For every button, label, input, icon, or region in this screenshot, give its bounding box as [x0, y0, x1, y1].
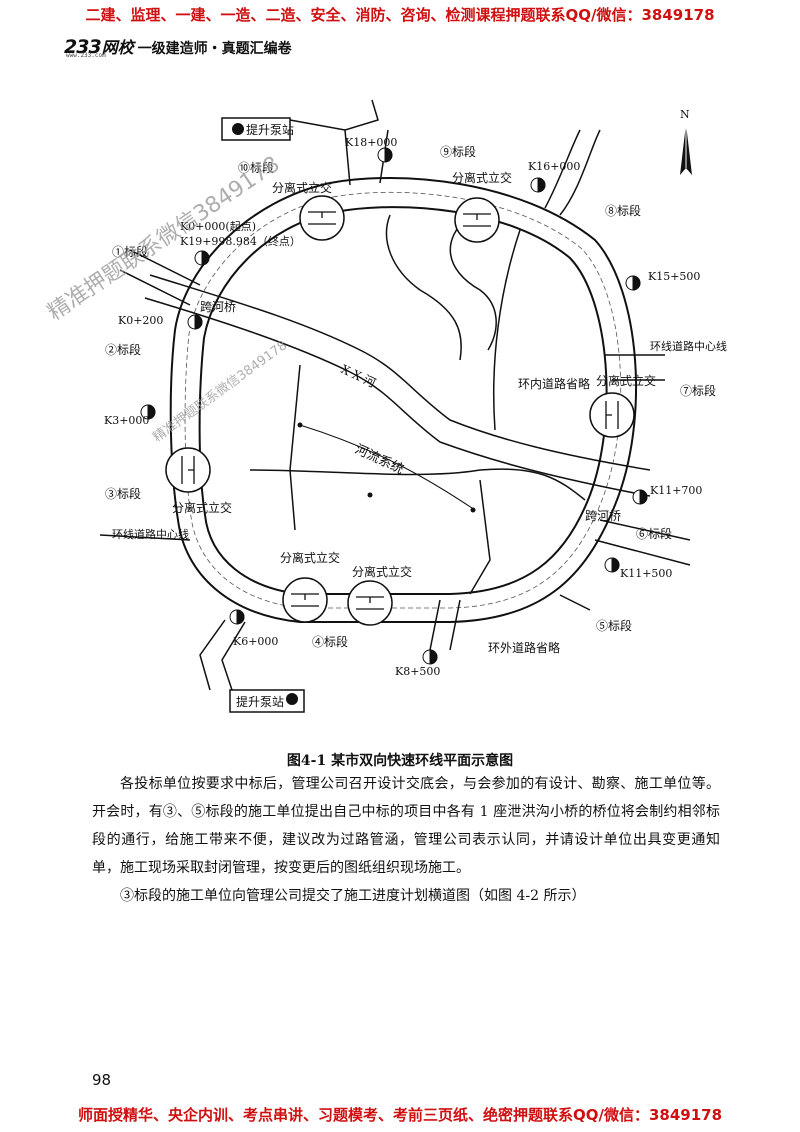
- section-6-label: ⑥标段: [636, 526, 672, 541]
- river-bank-upper: [149, 274, 651, 471]
- figure-caption: 图4-1 某市双向快速环线平面示意图: [286, 753, 514, 769]
- logo-number: 233: [64, 36, 102, 58]
- page-header: 233 网校 www.233.com 一级建造师・真题汇编卷: [64, 28, 292, 59]
- interchange-label-4: 分离式立交: [172, 500, 232, 515]
- station-k11-500: K11+500: [620, 567, 672, 580]
- logo-url: www.233.com: [66, 52, 106, 59]
- outer-road-label: 环外道路省略: [488, 640, 560, 655]
- section-3-label: ③标段: [105, 486, 141, 501]
- inner-road-label: 环内道路省略: [518, 376, 590, 391]
- station-k3: K3+000: [104, 414, 149, 427]
- radial-roads: [99, 99, 691, 691]
- header-title: 一级建造师・真题汇编卷: [137, 41, 292, 57]
- centerline-label-west: 环线道路中心线: [112, 527, 189, 541]
- station-k19-end: K19+998.984（终点）: [180, 234, 301, 248]
- station-k16: K16+000: [528, 160, 580, 173]
- ring-road-centerline: [184, 191, 622, 609]
- section-1-label: ①标段: [112, 244, 148, 259]
- pump-station-top-label: 提升泵站: [246, 122, 294, 137]
- interchanges: [165, 195, 635, 626]
- paragraph-2: ③标段的施工单位向管理公司提交了施工进度计划横道图（如图 4-2 所示）: [120, 888, 586, 904]
- interchange-label-3: 分离式立交: [596, 373, 656, 388]
- interchange-marks: [181, 211, 619, 610]
- interchange-label-5: 分离式立交: [280, 550, 340, 565]
- river-label: X X 河: [339, 362, 378, 390]
- interchange-label-2: 分离式立交: [452, 170, 512, 185]
- north-label: N: [680, 108, 690, 121]
- station-k15: K15+500: [648, 270, 700, 283]
- section-2-label: ②标段: [105, 342, 141, 357]
- section-10-label: ⑩标段: [238, 160, 274, 175]
- station-k6: K6+000: [233, 635, 278, 648]
- centerline-label-east: 环线道路中心线: [650, 339, 727, 353]
- ring-road-inner-edge: [198, 206, 608, 595]
- station-k18: K18+000: [345, 136, 397, 149]
- interchange-label-1: 分离式立交: [272, 180, 332, 195]
- station-k0-start: K0+000(起点): [180, 220, 256, 233]
- river-system-label: 河流系统: [352, 442, 405, 478]
- bottom-banner: 师面授精华、央企内训、考点串讲、习题模考、考前三页纸、绝密押题联系QQ/微信：3…: [77, 1106, 723, 1124]
- interchange-label-6: 分离式立交: [352, 564, 412, 579]
- page-number: 98: [92, 1071, 112, 1089]
- section-9-label: ⑨标段: [440, 144, 476, 159]
- section-5-label: ⑤标段: [596, 618, 632, 633]
- ring-road-outer-edge: [169, 176, 638, 623]
- section-8-label: ⑧标段: [605, 203, 641, 218]
- river-system-line: [299, 424, 476, 511]
- river-bank-lower: [144, 297, 651, 497]
- bridge-label-west: 跨河桥: [200, 300, 236, 314]
- logo-name: 网校: [101, 38, 134, 57]
- inner-roads: [249, 214, 586, 651]
- station-k11-700: K11+700: [650, 484, 702, 497]
- boundary-markers: [140, 147, 648, 665]
- station-k8-500: K8+500: [395, 665, 440, 678]
- pump-station-bottom: [229, 689, 305, 713]
- bridge-label-east: 跨河桥: [585, 509, 621, 523]
- section-4-label: ④标段: [312, 634, 348, 649]
- section-7-label: ⑦标段: [680, 383, 716, 398]
- pump-station-bottom-label: 提升泵站: [236, 694, 284, 709]
- paragraph-1: 各投标单位按要求中标后，管理公司召开设计交底会，与会参加的有设计、勘察、施工单位…: [92, 776, 720, 876]
- ring-road-diagram: X X 河 河流系统: [99, 99, 727, 713]
- station-k0-200: K0+200: [118, 314, 163, 327]
- top-banner: 二建、监理、一建、一造、二造、安全、消防、咨询、检测课程押题联系QQ/微信：38…: [85, 6, 715, 24]
